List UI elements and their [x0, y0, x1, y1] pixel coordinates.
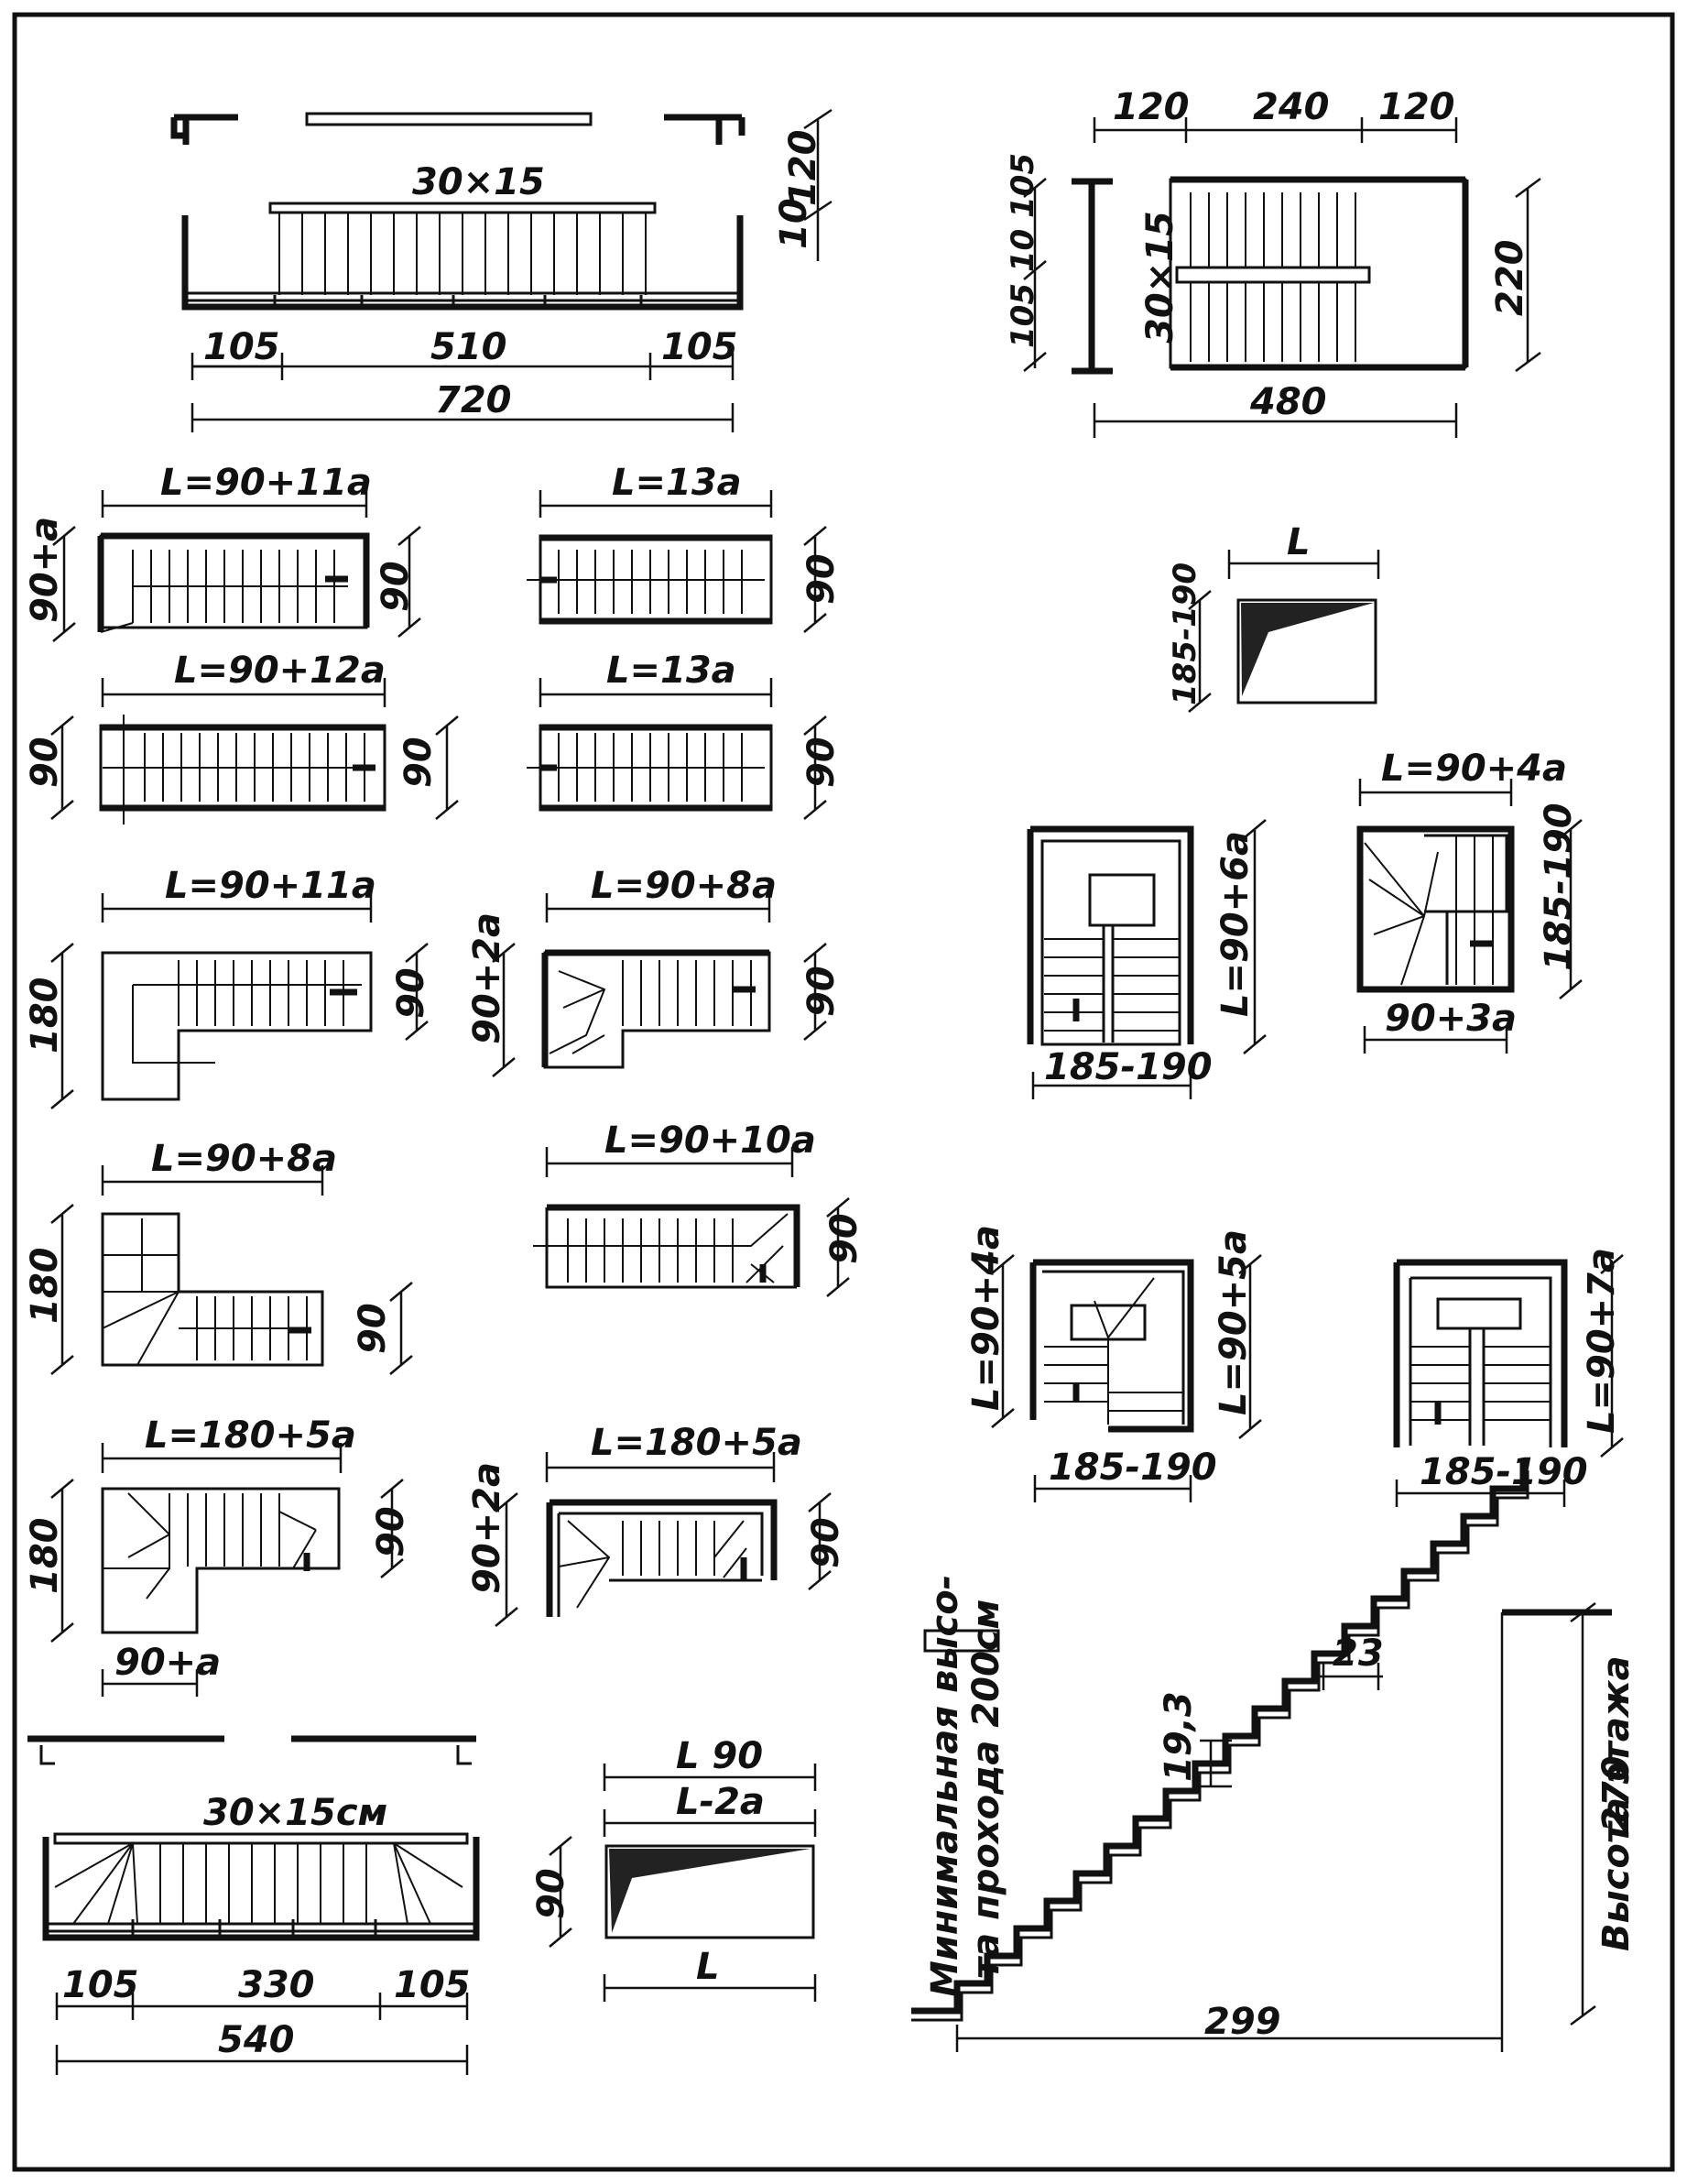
r3-right: L=90+5a: [1213, 1229, 1255, 1415]
tread-label: 30×15: [412, 161, 545, 203]
dim-120-right: 120: [1378, 86, 1455, 128]
p6-width: 90: [800, 966, 843, 1017]
p7-width: 90: [352, 1303, 394, 1354]
r1-length: L=90+6a: [1214, 831, 1257, 1017]
plan-p4: L=13a 90: [527, 650, 843, 820]
bottom-tread-label: 30×15см: [203, 1792, 387, 1834]
wedge-mid: L-2a: [676, 1781, 765, 1823]
plan-p7: L=90+8a 180 90: [24, 1138, 413, 1375]
top-left-elevation: 30×15 105 510 105 720 120 10: [170, 108, 833, 432]
p9-bottom: 90+a: [114, 1642, 221, 1684]
section-riser: 19,3: [1158, 1691, 1200, 1782]
plan-p9: L=180+5a 180 90 90+a: [24, 1414, 412, 1697]
sheet-border: [12, 12, 1675, 2172]
bottom-left-elevation: 30×15см 105 330 105 540: [27, 1735, 480, 2075]
p3-side: 90: [24, 737, 66, 788]
tread-label-right: 30×15: [1139, 211, 1181, 344]
p8-length: L=90+10a: [604, 1119, 816, 1162]
plan-p5: L=90+11a 180 90: [24, 865, 432, 1109]
p4-width: 90: [800, 737, 843, 788]
p5-width: 90: [390, 967, 432, 1019]
wedge-hatch: [609, 1849, 811, 1933]
r3-left: L=90+4a: [965, 1225, 1007, 1411]
top-right-plan: 120 240 120 30×15 220 480 105 10 105: [1005, 86, 1541, 438]
p9-side: 180: [24, 1518, 66, 1595]
dim-120-left: 120: [1113, 86, 1190, 128]
r1-bottom: 185-190: [1044, 1046, 1213, 1088]
p1-side: 90+a: [24, 517, 66, 623]
right-wedge-side: 185-190: [1167, 562, 1203, 705]
plan-p1: L=90+11a 90+a 90: [24, 462, 421, 642]
p9-length: L=180+5a: [145, 1414, 356, 1457]
dim-left-stack: 105 10 105: [1005, 153, 1041, 348]
p1-length: L=90+11a: [160, 462, 372, 504]
p2-width: 90: [800, 553, 843, 605]
p1-width: 90: [375, 561, 417, 612]
p9-width: 90: [370, 1506, 412, 1557]
plan-r1: L=90+6a 185-190: [1027, 819, 1267, 1099]
dim-middle: 510: [430, 326, 507, 368]
plan-p10: L=180+5a 90+2a 90: [466, 1422, 847, 1627]
p5-length: L=90+11a: [165, 865, 376, 907]
bottom-left-105: 105: [62, 1964, 139, 2006]
plan-p6: L=90+8a 90+2a 90: [466, 865, 843, 1077]
p7-side: 180: [24, 1248, 66, 1325]
p8-width: 90: [823, 1213, 865, 1264]
dim-right: 105: [661, 326, 738, 368]
p6-length: L=90+8a: [591, 865, 777, 907]
section-tread: 23: [1333, 1633, 1384, 1675]
dim-240: 240: [1253, 86, 1330, 128]
right-wedge-top: L: [1287, 521, 1311, 563]
bottom-middle-wedge: L 90 L-2a 90 L: [530, 1735, 817, 2002]
p5-side: 180: [24, 977, 66, 1054]
bottom-total-540: 540: [218, 2019, 295, 2061]
balusters: [273, 213, 647, 308]
plan-p8: L=90+10a 90: [533, 1119, 865, 1297]
section-length: 299: [1204, 2001, 1281, 2043]
r2-bottom: 90+3a: [1385, 998, 1517, 1040]
r3-bottom: 185-190: [1049, 1447, 1217, 1489]
dim-depth-bottom: 10: [773, 198, 815, 249]
dim-480: 480: [1249, 381, 1327, 423]
r2-side: 185-190: [1538, 803, 1580, 971]
plan-p2: L=13a 90: [527, 462, 843, 633]
p2-length: L=13a: [612, 462, 742, 504]
plan-r4: L=90+7a 185-190: [1393, 1248, 1624, 1507]
stair-profile: [911, 1461, 1527, 2015]
section-height-label: Высота этажа: [1595, 1655, 1638, 1951]
r2-top: L=90+4a: [1381, 748, 1567, 790]
clear-height-label-1: Минимальная высо-: [924, 1575, 966, 1997]
dim-depth-top: 120: [782, 130, 824, 207]
wedge-bottom: L: [696, 1946, 720, 1988]
bottom-middle-330: 330: [238, 1964, 315, 2006]
plan-r3: L=90+4a L=90+5a 185-190: [965, 1225, 1262, 1502]
plan-p3: L=90+12a 90 90: [24, 650, 459, 824]
right-wedge: L 185-190: [1167, 521, 1380, 713]
dim-220: 220: [1489, 240, 1531, 317]
bottom-right-105: 105: [394, 1964, 471, 2006]
p3-length: L=90+12a: [174, 650, 386, 692]
clear-height-label-2: та прохода 200см: [965, 1600, 1007, 1979]
dim-total: 720: [435, 379, 512, 421]
p4-length: L=13a: [606, 650, 736, 692]
plan-r2: L=90+4a 185-190 90+3a: [1356, 748, 1583, 1054]
wedge-side: 90: [530, 1868, 572, 1919]
p3-width: 90: [397, 737, 440, 788]
p10-width: 90: [805, 1517, 847, 1568]
section-height-value: 270: [1595, 1756, 1638, 1833]
p10-length: L=180+5a: [591, 1422, 802, 1464]
dim-left: 105: [203, 326, 280, 368]
p7-length: L=90+8a: [151, 1138, 337, 1180]
wedge-top: L 90: [676, 1735, 763, 1777]
p6-side: 90+2a: [466, 912, 508, 1044]
stair-section: 270 Высота этажа 299 23 19,3 Минимальная…: [911, 1461, 1638, 2052]
p10-side: 90+2a: [466, 1462, 508, 1594]
r4-right: L=90+7a: [1581, 1248, 1623, 1434]
